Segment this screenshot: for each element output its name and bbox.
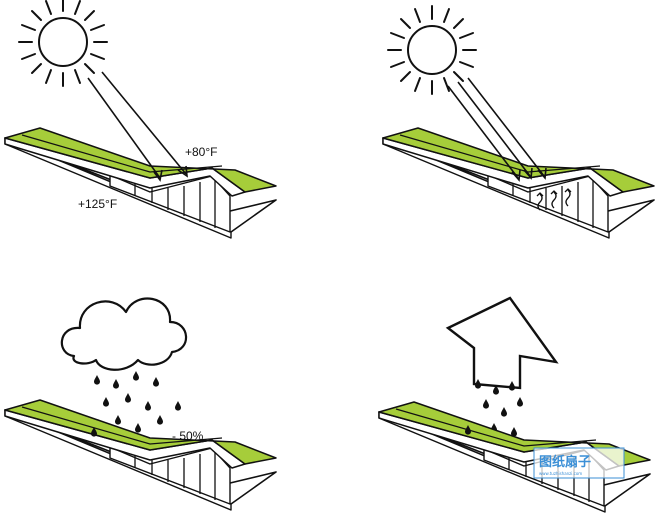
sun-rays-arrows <box>447 77 547 182</box>
green-roof-building <box>4 127 277 239</box>
watermark-subtext: www.tuzhishanzi.com <box>539 471 582 476</box>
green-roof-building <box>4 399 277 511</box>
sun-icon <box>387 5 477 95</box>
watermark-text: 图纸扇子 <box>539 454 591 470</box>
panel-evapotranspiration: 图纸扇子 www.tuzhishanzi.com <box>378 296 651 513</box>
panel-heat-reduction: +80°F +125°F <box>4 0 277 239</box>
roof-temp-label: +80°F <box>185 145 217 159</box>
cloud-icon <box>60 297 188 371</box>
up-arrow-icon <box>445 296 559 390</box>
watermark-logo: 图纸扇子 www.tuzhishanzi.com <box>533 447 625 479</box>
surface-temp-label: +125°F <box>78 197 117 211</box>
green-roof-building <box>382 127 655 239</box>
panel-solar-ventilation <box>382 5 655 239</box>
sun-rays-arrows <box>87 71 188 182</box>
airflow-arrows <box>536 188 572 211</box>
sun-icon <box>18 0 108 87</box>
runoff-label: - 50% <box>172 429 204 443</box>
panel-stormwater-retention: - 50% <box>4 297 277 511</box>
